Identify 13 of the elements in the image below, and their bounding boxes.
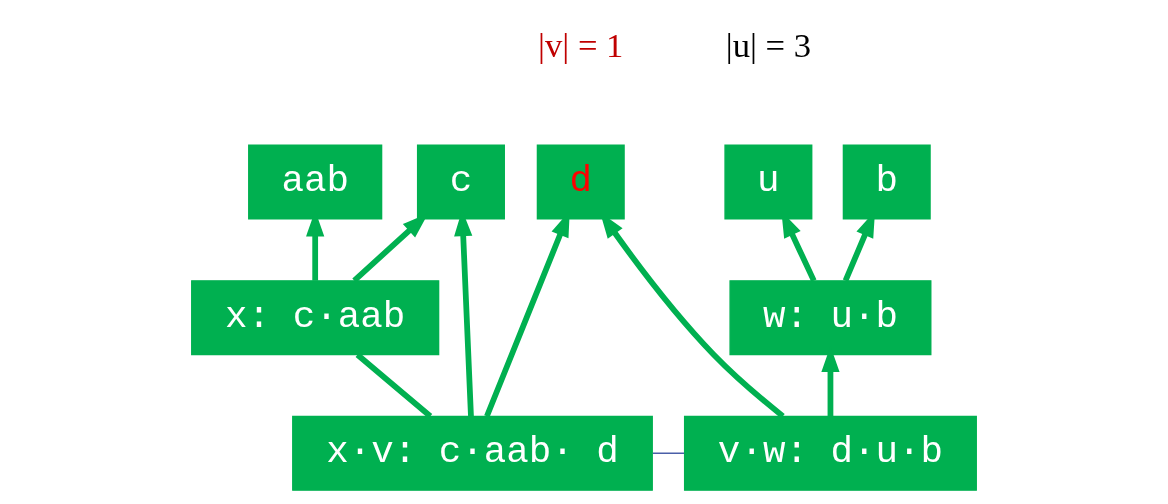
node-box: x: c·aab xyxy=(191,280,440,356)
node-label: |u| = 3 xyxy=(725,26,812,65)
node-box: u xyxy=(724,144,813,220)
connector xyxy=(355,352,433,419)
connector xyxy=(652,452,685,455)
node-box: b xyxy=(842,144,931,220)
node-box: w: u·b xyxy=(729,280,932,356)
node-label: |v| = 1 xyxy=(538,26,624,65)
node-box: d xyxy=(536,144,625,220)
node-box: v·w: d·u·b xyxy=(683,415,977,491)
node-box: aab xyxy=(248,144,383,220)
node-box: c xyxy=(416,144,505,220)
node-box: x·v: c·aab· d xyxy=(292,415,653,491)
